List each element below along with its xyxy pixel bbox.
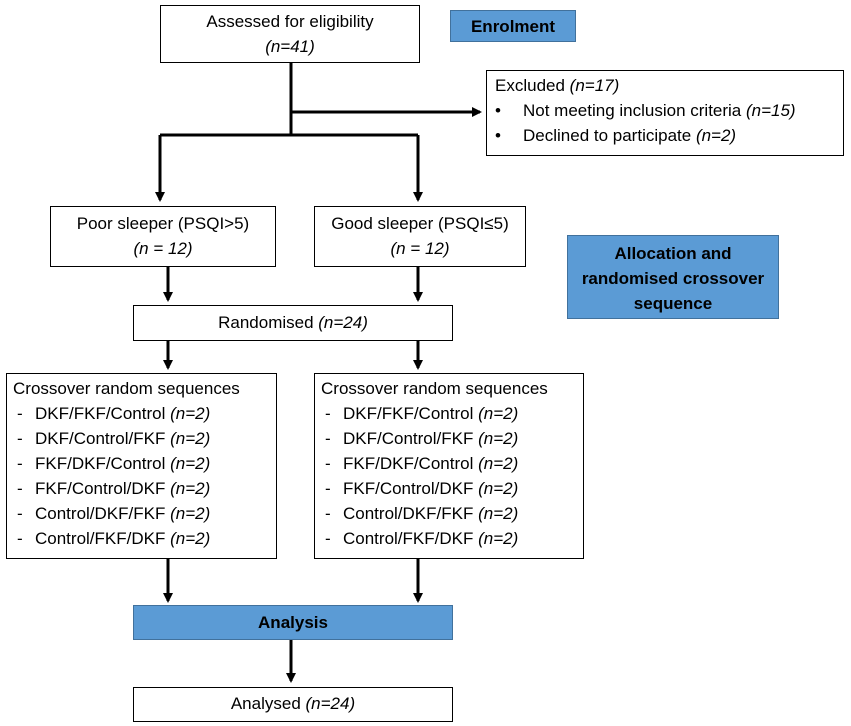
sequence-item: -Control/DKF/FKF (n=2) [13,501,276,526]
sequence-label: FKF/Control/DKF [35,479,171,498]
assessed-box: Assessed for eligibility (n=41) [160,5,420,63]
sequence-item: -DKF/Control/FKF (n=2) [13,426,276,451]
sequence-label: DKF/Control/FKF [35,429,171,448]
excluded-item: • Not meeting inclusion criteria (n=15) [495,98,843,123]
dash-icon: - [325,404,331,423]
allocation-label-line: Allocation and [614,244,732,263]
sequence-label: Control/FKF/DKF [343,529,479,548]
excluded-reason: Not meeting inclusion criteria [523,101,746,120]
good-sleeper-box: Good sleeper (PSQI≤5) (n = 12) [314,206,526,267]
sequence-count: (n=2) [478,529,519,548]
sequence-label: FKF/DKF/Control [35,454,171,473]
excluded-count: (n=17) [569,76,620,95]
poor-sleeper-title: Poor sleeper (PSQI>5) [76,214,250,233]
sequence-item: -DKF/FKF/Control (n=2) [13,401,276,426]
randomised-title: Randomised [218,313,319,332]
sequence-label: DKF/Control/FKF [343,429,479,448]
dash-icon: - [17,479,23,498]
dash-icon: - [17,529,23,548]
sequence-count: (n=2) [170,404,211,423]
dash-icon: - [325,479,331,498]
sequence-count: (n=2) [478,479,519,498]
sequence-label: DKF/FKF/Control [343,404,479,423]
left-sequences-box: Crossover random sequences -DKF/FKF/Cont… [6,373,277,559]
sequence-label: Control/DKF/FKF [35,504,171,523]
sequence-count: (n=2) [170,454,211,473]
sequence-item: -FKF/Control/DKF (n=2) [13,476,276,501]
sequence-item: -DKF/FKF/Control (n=2) [321,401,583,426]
sequence-item: -FKF/Control/DKF (n=2) [321,476,583,501]
enrolment-label: Enrolment [450,10,576,42]
sequence-item: -DKF/Control/FKF (n=2) [321,426,583,451]
sequence-count: (n=2) [478,454,519,473]
sequence-count: (n=2) [170,529,211,548]
good-sleeper-count: (n = 12) [390,239,450,258]
excluded-box: Excluded (n=17) • Not meeting inclusion … [486,70,844,156]
sequence-item: -Control/DKF/FKF (n=2) [321,501,583,526]
allocation-label: Allocation and randomised crossover sequ… [567,235,779,319]
sequence-label: FKF/DKF/Control [343,454,479,473]
dash-icon: - [17,429,23,448]
excluded-reason: Declined to participate [523,126,696,145]
randomised-box: Randomised (n=24) [133,305,453,341]
sequence-item: -FKF/DKF/Control (n=2) [321,451,583,476]
dash-icon: - [325,529,331,548]
sequence-count: (n=2) [478,429,519,448]
analysed-box: Analysed (n=24) [133,687,453,722]
bullet-icon: • [495,126,501,145]
sequence-label: Control/DKF/FKF [343,504,479,523]
sequence-item: -Control/FKF/DKF (n=2) [13,526,276,551]
assessed-count: (n=41) [265,37,315,56]
poor-sleeper-count: (n = 12) [133,239,193,258]
analysis-label: Analysis [133,605,453,640]
sequence-count: (n=2) [170,479,211,498]
poor-sleeper-box: Poor sleeper (PSQI>5) (n = 12) [50,206,276,267]
sequence-count: (n=2) [170,504,211,523]
allocation-label-line: randomised crossover [581,269,765,288]
sequence-label: FKF/Control/DKF [343,479,479,498]
dash-icon: - [17,404,23,423]
right-sequences-box: Crossover random sequences -DKF/FKF/Cont… [314,373,584,559]
dash-icon: - [325,429,331,448]
bullet-icon: • [495,101,501,120]
dash-icon: - [325,504,331,523]
excluded-title: Excluded [495,76,565,95]
left-sequences-title: Crossover random sequences [13,379,240,398]
good-sleeper-title: Good sleeper (PSQI≤5) [331,214,509,233]
allocation-label-line: sequence [633,294,713,313]
sequence-item: -Control/FKF/DKF (n=2) [321,526,583,551]
dash-icon: - [325,454,331,473]
excluded-reason-count: (n=15) [745,101,796,120]
analysed-count: (n=24) [305,694,356,713]
dash-icon: - [17,454,23,473]
randomised-count: (n=24) [318,313,368,332]
excluded-reason-count: (n=2) [695,126,737,145]
sequence-item: -FKF/DKF/Control (n=2) [13,451,276,476]
assessed-title: Assessed for eligibility [206,12,374,31]
sequence-label: DKF/FKF/Control [35,404,171,423]
sequence-count: (n=2) [170,429,211,448]
sequence-label: Control/FKF/DKF [35,529,171,548]
sequence-count: (n=2) [478,404,519,423]
sequence-count: (n=2) [478,504,519,523]
right-sequences-title: Crossover random sequences [321,379,548,398]
excluded-item: • Declined to participate (n=2) [495,123,843,148]
dash-icon: - [17,504,23,523]
analysed-title: Analysed [230,694,306,713]
